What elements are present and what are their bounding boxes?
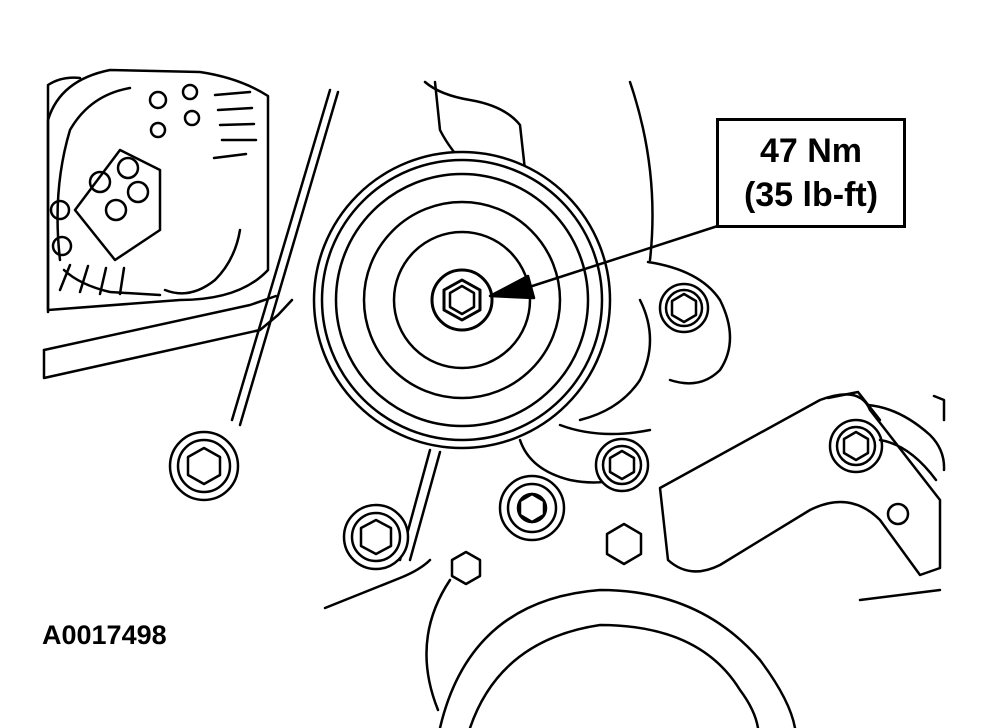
bolt-center-right: [596, 439, 648, 491]
bolt-lower-left: [344, 505, 408, 569]
figure-id-label: A0017498: [42, 620, 167, 650]
idler-pulley: [314, 152, 610, 448]
torque-imperial-label: (35 lb-ft): [743, 176, 879, 214]
bolt-left: [170, 432, 238, 500]
drive-belt: [44, 90, 338, 425]
alternator-assembly: [48, 70, 268, 312]
torque-callout-box: 47 Nm (35 lb-ft): [716, 118, 906, 228]
crankshaft-pulley: [426, 580, 795, 728]
nut-small: [452, 524, 641, 584]
arrow-head-icon: [490, 276, 534, 298]
mounting-bracket: [660, 392, 944, 600]
callout-leader: [490, 222, 730, 298]
bolt-upper-right: [660, 284, 708, 332]
torque-metric-label: 47 Nm: [759, 132, 863, 170]
bolt-center: [500, 476, 564, 540]
